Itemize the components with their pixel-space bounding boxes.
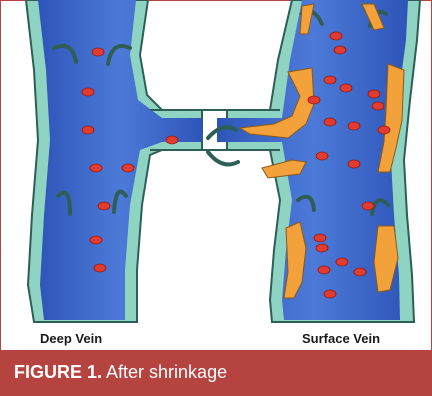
blood-cell — [354, 268, 366, 276]
blood-cell — [334, 46, 346, 54]
blood-cell — [316, 244, 328, 252]
blood-cell — [318, 266, 330, 274]
blood-cell — [348, 160, 360, 168]
blood-cell — [378, 126, 390, 134]
blood-cell — [348, 122, 360, 130]
vein-diagram — [12, 0, 424, 350]
blood-cell — [316, 152, 328, 160]
surface-vein-label: Surface Vein — [302, 331, 380, 346]
blood-cell — [372, 102, 384, 110]
figure-caption: FIGURE 1. After shrinkage — [14, 362, 227, 383]
blood-cell — [82, 88, 94, 96]
blood-cell — [330, 32, 342, 40]
blood-cell — [324, 76, 336, 84]
blood-cell — [340, 84, 352, 92]
blood-cell — [98, 202, 110, 210]
figure-caption-label: FIGURE 1. — [14, 362, 102, 382]
blood-cell — [314, 234, 326, 242]
blood-cell — [90, 164, 102, 172]
blood-cell — [82, 126, 94, 134]
blood-cell — [166, 136, 178, 144]
deep-vein-label: Deep Vein — [40, 331, 102, 346]
blood-cell — [122, 164, 134, 172]
blood-cell — [324, 118, 336, 126]
blood-cell — [362, 202, 374, 210]
blood-cell — [94, 264, 106, 272]
blood-cell — [324, 290, 336, 298]
blood-cell — [92, 48, 104, 56]
figure-caption-text: After shrinkage — [106, 362, 227, 382]
blood-cell — [368, 90, 380, 98]
blood-cell — [308, 96, 320, 104]
blood-cell — [90, 236, 102, 244]
valve-leaflet — [208, 152, 238, 164]
blood-cell — [336, 258, 348, 266]
